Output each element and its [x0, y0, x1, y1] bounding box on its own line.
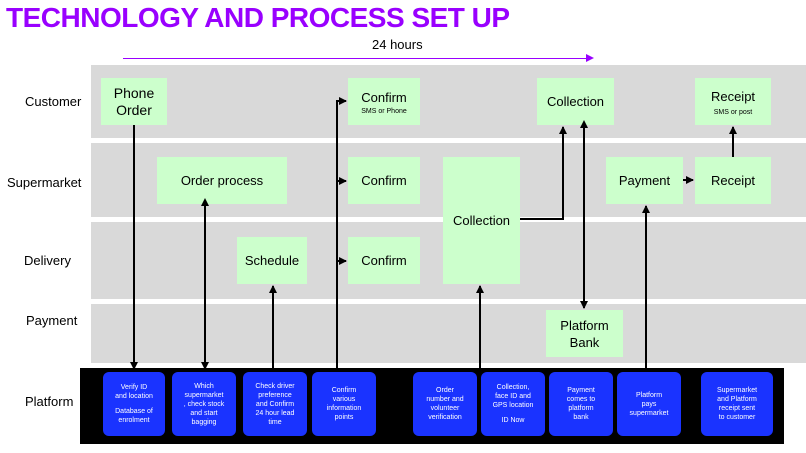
platform-text: various: [332, 396, 356, 403]
payment-label: Payment: [618, 173, 671, 188]
platform-text: to customer: [718, 414, 756, 421]
receipt-customer-sublabel: SMS or post: [713, 108, 753, 116]
timeline-arrowhead: [586, 54, 594, 62]
platform-box-collection-face: Collection, face ID and GPS location ID …: [481, 372, 545, 436]
platform-text: volunteer: [430, 405, 460, 412]
platform-text: bagging: [191, 418, 217, 426]
confirm-delivery-box: Confirm: [348, 237, 420, 284]
platform-text: Collection,: [496, 384, 530, 391]
collection-center-label: Collection: [452, 213, 511, 228]
arrow-collection-to-customer: [520, 126, 567, 220]
platform-text: information: [326, 405, 362, 412]
phone-order-label: Phone Order: [113, 84, 155, 118]
platform-text: comes to: [566, 396, 596, 403]
lane-label-supermarket: Supermarket: [7, 175, 82, 190]
platform-text: GPS location: [492, 402, 534, 409]
platform-text: preference: [258, 391, 292, 399]
platform-text: face ID and: [495, 393, 531, 400]
platform-text: and start: [190, 409, 218, 417]
receipt-customer-label: Receipt: [710, 88, 756, 104]
platform-text: enrolment: [118, 417, 150, 424]
lane-label-customer: Customer: [25, 94, 82, 109]
platform-text: and location: [115, 393, 153, 400]
platform-box-supermarket-check: Which supermarket , check stock and star…: [172, 372, 236, 436]
timeline-label: 24 hours: [372, 37, 423, 52]
receipt-supermarket-box: Receipt: [695, 157, 771, 204]
confirm-customer-label: Confirm: [361, 89, 407, 105]
platform-text: pays: [641, 400, 657, 408]
lane-label-delivery: Delivery: [24, 253, 71, 268]
platform-text: time: [268, 418, 282, 426]
lane-label-platform: Platform: [25, 394, 74, 409]
platform-box-driver-check: Check driver preference and Confirm 24 h…: [243, 372, 307, 436]
platform-box-verify: Verify ID and location Database of enrol…: [103, 372, 165, 436]
confirm-customer-sublabel: SMS or Phone: [361, 107, 407, 115]
platform-text: 24 hour lead: [255, 409, 295, 417]
platform-text: Platform: [635, 391, 663, 399]
platform-text: points: [334, 414, 354, 421]
lane-payment: [91, 304, 806, 363]
platform-text: verification: [428, 414, 462, 421]
collection-customer-box: Collection: [537, 78, 614, 125]
platform-text: receipt sent: [718, 405, 756, 412]
confirm-delivery-label: Confirm: [361, 253, 407, 268]
platform-text: number and: [426, 396, 464, 403]
platform-box-order-number: Order number and volunteer verification: [413, 372, 477, 436]
lane-label-payment: Payment: [26, 313, 78, 328]
collection-customer-label: Collection: [546, 94, 605, 109]
platform-text: Database of: [115, 408, 153, 415]
confirm-supermarket-box: Confirm: [348, 157, 420, 204]
collection-center-box: Collection: [443, 157, 520, 284]
platform-text: ID Now: [501, 417, 525, 424]
confirm-supermarket-label: Confirm: [361, 173, 407, 188]
schedule-label: Schedule: [244, 253, 300, 268]
platform-box-receipt-sent: Supermarket and Platform receipt sent to…: [701, 372, 773, 436]
platform-bank-label: Platform Bank: [560, 317, 609, 350]
confirm-customer-box: Confirm SMS or Phone: [348, 78, 420, 125]
platform-box-confirm-points: Confirm various information points: [312, 372, 376, 436]
schedule-box: Schedule: [237, 237, 307, 284]
platform-text: Payment: [567, 387, 595, 394]
platform-text: platform: [568, 405, 594, 412]
platform-bank-box: Platform Bank: [546, 310, 623, 357]
platform-text: and Platform: [717, 396, 757, 403]
platform-text: Confirm: [331, 387, 357, 394]
receipt-customer-box: Receipt SMS or post: [695, 78, 771, 125]
order-process-label: Order process: [180, 173, 264, 188]
platform-text: bank: [573, 414, 589, 421]
platform-text: Which: [194, 382, 214, 390]
receipt-supermarket-label: Receipt: [710, 173, 756, 188]
platform-text: supermarket: [629, 409, 669, 417]
payment-box: Payment: [606, 157, 683, 204]
platform-text: Supermarket: [716, 387, 758, 394]
timeline-line: [123, 58, 587, 59]
platform-text: Verify ID: [120, 384, 148, 391]
page-title: TECHNOLOGY AND PROCESS SET UP: [6, 2, 510, 33]
platform-text: supermarket: [184, 391, 224, 399]
lane-customer: [91, 65, 806, 138]
platform-text: Order: [436, 387, 454, 394]
platform-text: Check driver: [255, 382, 295, 390]
platform-text: and Confirm: [255, 400, 295, 408]
platform-box-payment-bank: Payment comes to platform bank: [549, 372, 613, 436]
phone-order-box: Phone Order: [101, 78, 167, 125]
platform-text: , check stock: [183, 400, 225, 408]
platform-box-platform-pays: Platform pays supermarket: [617, 372, 681, 436]
order-process-box: Order process: [157, 157, 287, 204]
